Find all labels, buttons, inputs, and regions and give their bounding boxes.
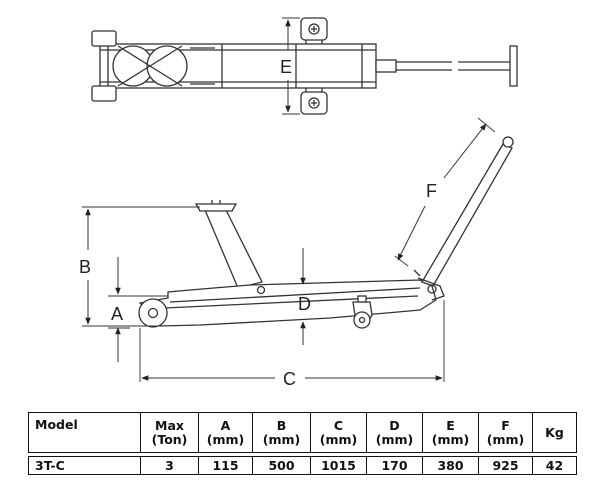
side-view (82, 117, 514, 382)
cell-d: 170 (366, 456, 423, 475)
dim-label-c: C (283, 369, 296, 389)
cell-kg: 42 (532, 456, 577, 475)
dim-label-d: D (298, 294, 311, 314)
table-row: 3T-C 3 115 500 1015 170 380 925 42 (28, 456, 577, 475)
side-view-lift-arm (204, 209, 263, 289)
header-f: F(mm) (478, 412, 533, 453)
cell-e: 380 (422, 456, 479, 475)
cell-f: 925 (478, 456, 533, 475)
top-view-saddle-right (146, 45, 188, 87)
dim-f-arrow (443, 123, 487, 179)
top-view-front-wheel-top (91, 30, 117, 47)
side-view-saddle (194, 203, 238, 212)
cell-c: 1015 (310, 456, 367, 475)
dim-label-b: B (79, 257, 91, 277)
cell-max: 3 (140, 456, 199, 475)
cell-b: 500 (252, 456, 311, 475)
side-view-chassis (138, 279, 437, 327)
top-view-handle-socket (375, 59, 397, 73)
side-view-handle (421, 143, 513, 287)
cell-a: 115 (198, 456, 253, 475)
top-view-front-wheel-bottom (91, 85, 117, 102)
header-b: B(mm) (252, 412, 311, 453)
cell-model: 3T-C (28, 456, 141, 475)
header-c: C(mm) (310, 412, 367, 453)
header-e: E(mm) (422, 412, 479, 453)
top-view (91, 17, 518, 115)
specs-header-row: Model Max(Ton) A(mm) B(mm) C(mm) D(mm) E… (28, 412, 577, 453)
specs-table: Model Max(Ton) A(mm) B(mm) C(mm) D(mm) E… (28, 412, 577, 475)
side-view-front-wheel (138, 298, 168, 328)
header-d: D(mm) (366, 412, 423, 453)
header-max: Max(Ton) (140, 412, 199, 453)
top-view-handle-grip (509, 45, 518, 87)
header-a: A(mm) (198, 412, 253, 453)
dim-label-e: E (280, 57, 292, 77)
header-kg: Kg (532, 412, 577, 453)
floor-jack-drawing: E (79, 17, 518, 389)
dim-label-a: A (111, 304, 123, 324)
header-model: Model (28, 412, 141, 453)
dim-label-f: F (426, 181, 437, 201)
